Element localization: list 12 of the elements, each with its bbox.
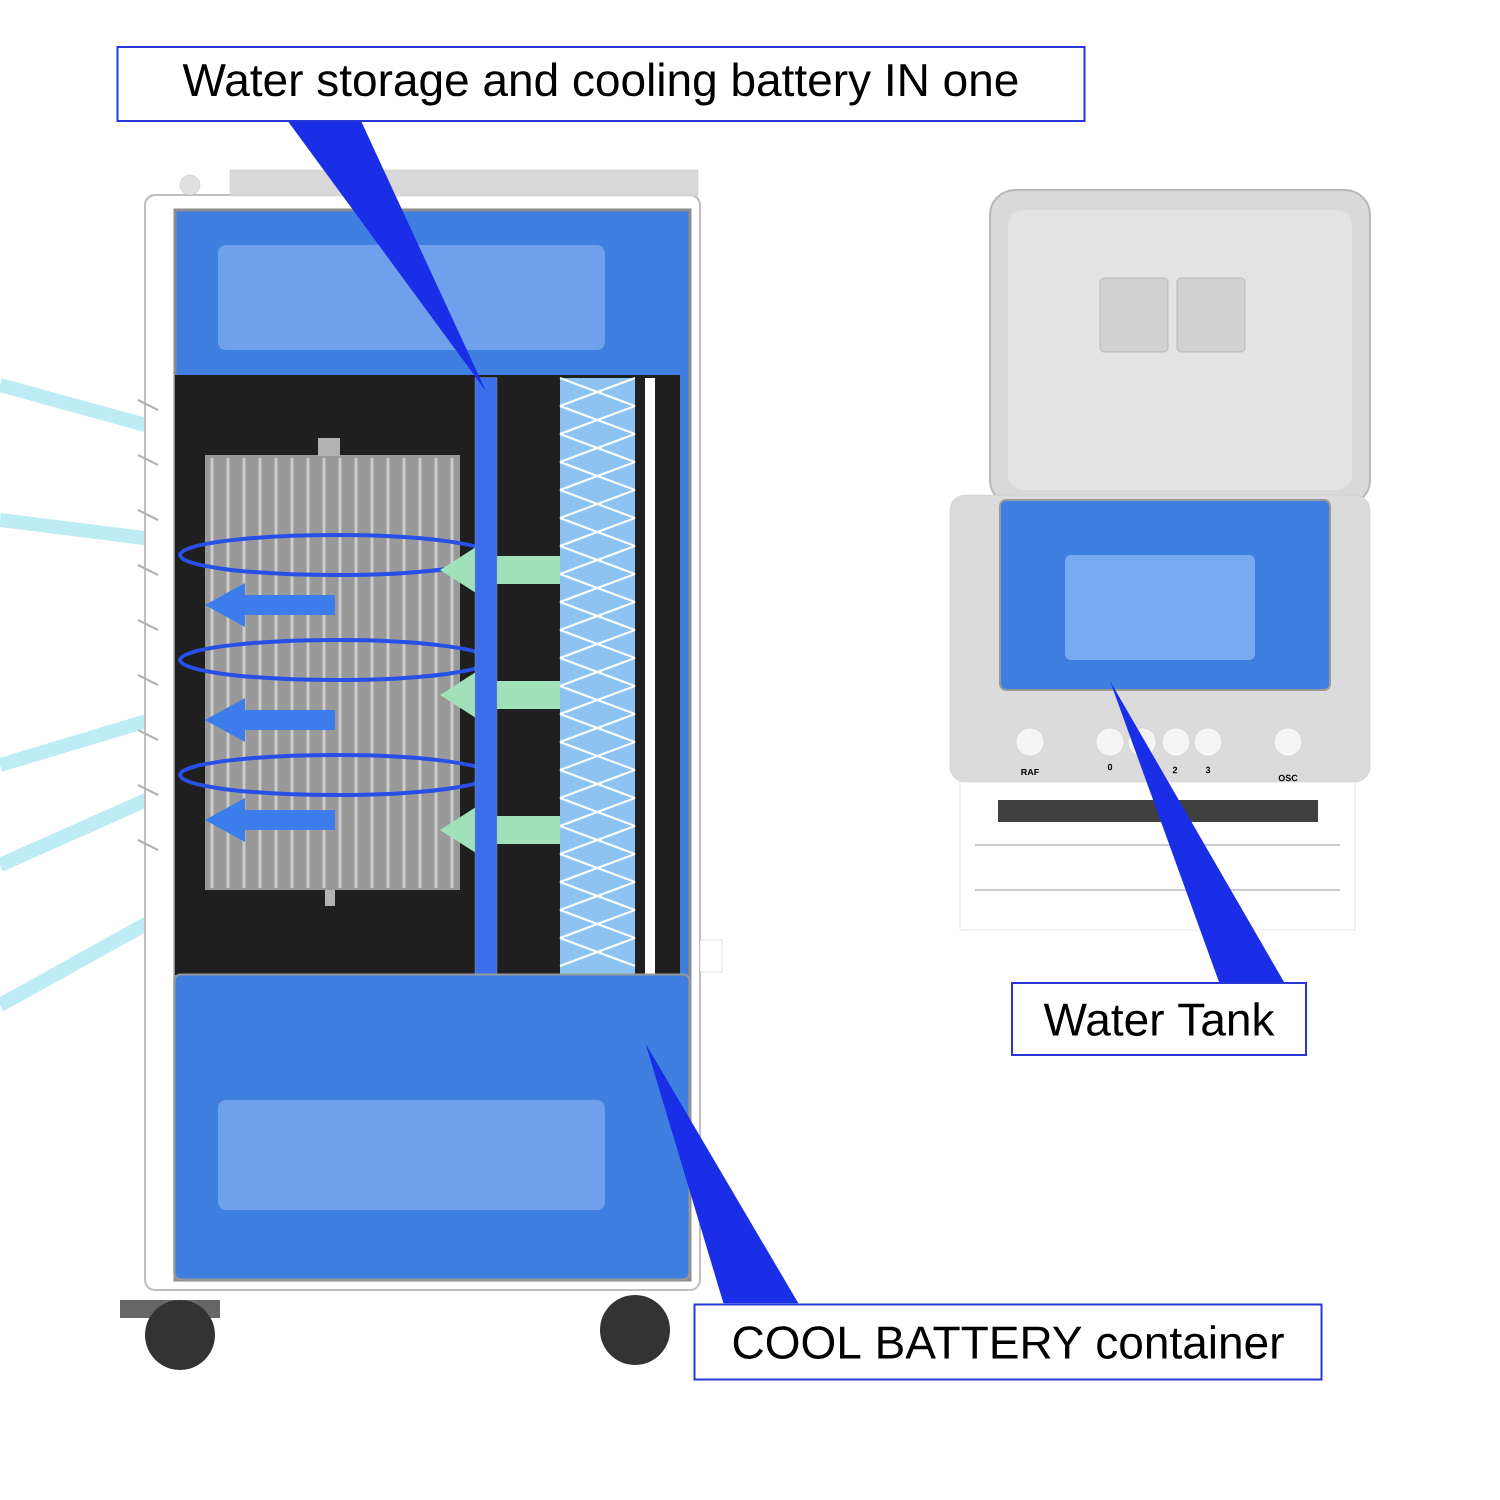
button-label: RAF — [1021, 768, 1039, 776]
callout-box: Water Tank — [1011, 982, 1307, 1056]
button-label: 0 — [1107, 763, 1113, 771]
button-label: 3 — [1205, 766, 1211, 774]
leader-wedge — [1110, 681, 1284, 982]
leader-wedge — [645, 1043, 799, 1304]
callout-box: Water storage and cooling battery IN one — [116, 46, 1086, 122]
water-channel — [474, 377, 498, 975]
button-label: 2 — [1172, 766, 1178, 774]
callout-box: COOL BATTERY container — [693, 1303, 1323, 1381]
leader-wedge — [288, 122, 486, 392]
button-label: OSC — [1278, 774, 1298, 782]
